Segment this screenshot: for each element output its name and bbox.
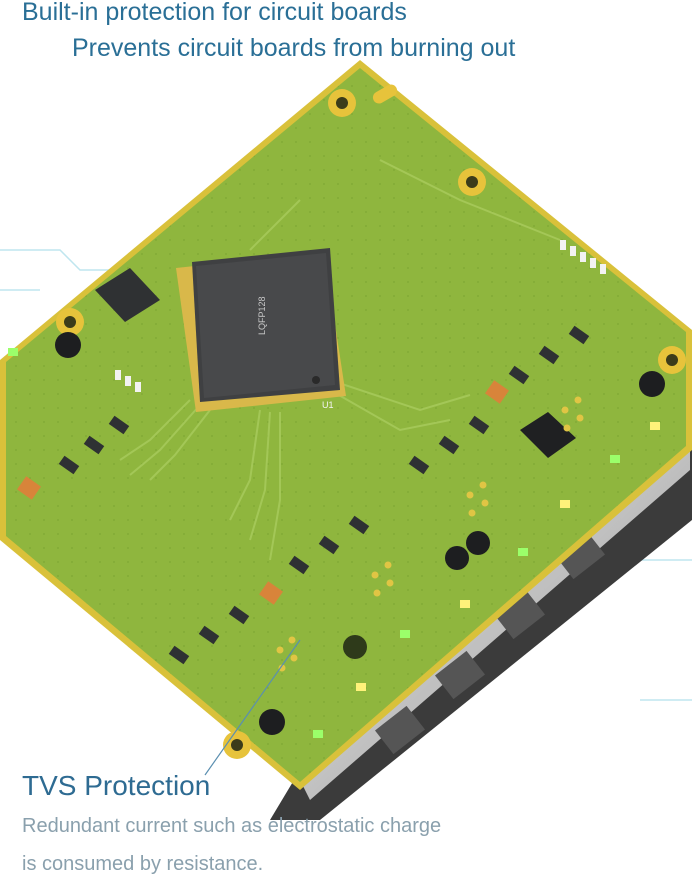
headline: Built-in protection for circuit boards [22, 0, 407, 26]
capacitors [17, 380, 509, 605]
tvs-components [58, 325, 590, 665]
inductors [55, 332, 665, 735]
header-connector [115, 240, 606, 392]
via-pads [276, 396, 584, 672]
callout-line [204, 639, 301, 776]
chip-ref: U1 [322, 400, 334, 410]
pcb-board [0, 60, 692, 790]
chip-label: LQFP128 [257, 296, 267, 335]
bridge-chip [520, 412, 576, 458]
mounting-holes [56, 84, 686, 759]
soic-chip [95, 268, 160, 322]
feature-description-line1: Redundant current such as electrostatic … [22, 815, 442, 837]
feature-description-line2: is consumed by resistance. [22, 853, 264, 875]
main-chip [176, 248, 346, 412]
leds [8, 348, 660, 738]
subheadline: Prevents circuit boards from burning out [72, 34, 516, 62]
feature-title: TVS Protection [22, 770, 211, 801]
